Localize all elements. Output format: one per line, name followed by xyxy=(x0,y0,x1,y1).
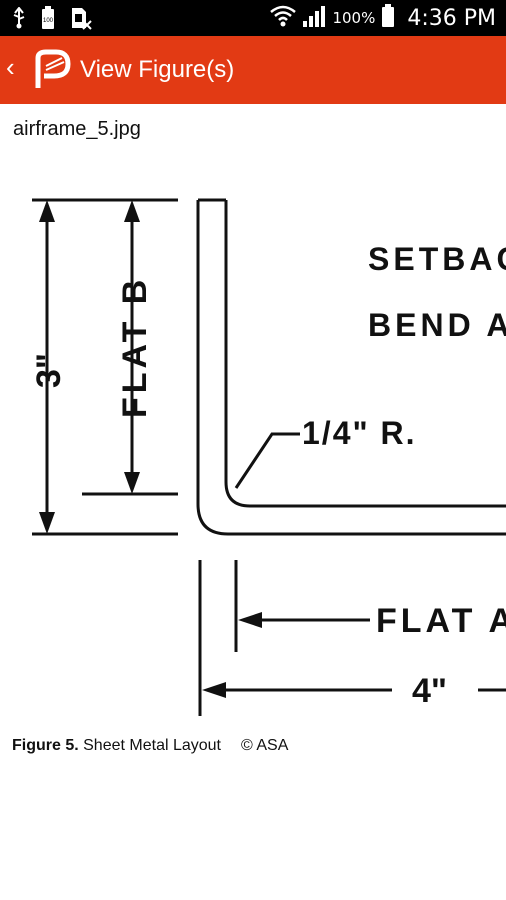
caption-copyright: © ASA xyxy=(241,737,289,754)
flat-a-label: FLAT A xyxy=(376,602,506,640)
battery-percent: 100% xyxy=(332,9,376,27)
figure-filename: airframe_5.jpg xyxy=(13,118,141,140)
wifi-icon xyxy=(270,5,297,31)
action-bar: ‹ View Figure(s) xyxy=(0,36,506,104)
bend-label: BEND A xyxy=(368,307,506,343)
page-title: View Figure(s) xyxy=(80,56,235,83)
setback-label: SETBAC xyxy=(368,241,506,277)
usb-icon xyxy=(12,6,26,34)
caption-text: Sheet Metal Layout xyxy=(78,737,221,754)
status-bar: 100 100 xyxy=(0,0,506,36)
radius-label: 1/4" R. xyxy=(302,415,417,451)
app-logo[interactable] xyxy=(28,48,72,92)
battery-full-notification-icon: 100 xyxy=(40,6,56,35)
height-label: 3" xyxy=(30,353,68,388)
signal-icon xyxy=(302,5,326,31)
sheet-metal-figure: SETBAC BEND A 1/4" R. FLAT A 4" FLAT B 3… xyxy=(30,198,506,716)
back-chevron-icon[interactable]: ‹ xyxy=(6,52,15,82)
no-sim-icon xyxy=(70,6,92,35)
flat-b-label: FLAT B xyxy=(116,276,154,418)
battery-icon xyxy=(381,4,395,32)
caption-label: Figure 5. xyxy=(12,737,79,754)
clock: 4:36 PM xyxy=(407,5,496,31)
width-label: 4" xyxy=(412,672,447,710)
svg-text:100: 100 xyxy=(43,18,54,24)
figure-caption: Figure 5. Sheet Metal Layout © ASA xyxy=(12,737,288,755)
